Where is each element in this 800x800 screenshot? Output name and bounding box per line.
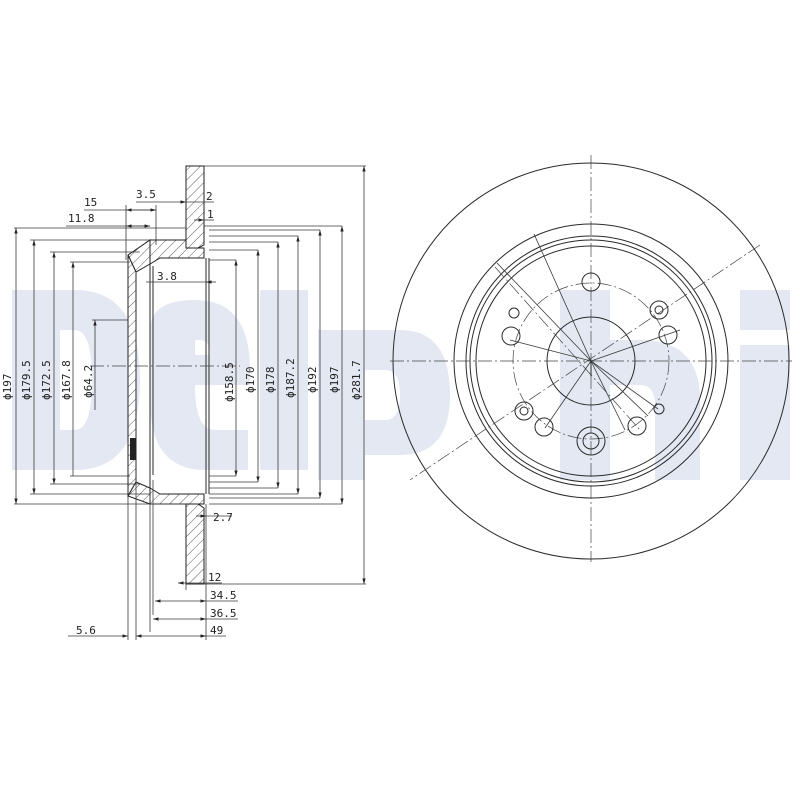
dia-281-7-label: ϕ281.7 [350,360,363,400]
dim-5-6-label: 5.6 [76,624,96,637]
dia-178-label: ϕ178 [264,367,277,394]
dim-34-5-label: 34.5 [210,589,237,602]
dim-12-label: 12 [208,571,221,584]
section-view [14,165,366,640]
dim-3-5-label: 3.5 [136,188,156,201]
dim-11-8-label: 11.8 [68,212,95,225]
dia-187-2-label: ϕ187.2 [284,358,297,398]
dia-172-5-label: ϕ172.5 [40,360,53,400]
dim-1-label: 1 [207,208,214,221]
dia-167-8-label: ϕ167.8 [60,360,73,400]
dia-179-5-label: ϕ179.5 [20,360,33,400]
dim-2-7-label: 2.7 [213,511,233,524]
dia-197-right-label: ϕ197 [328,367,341,394]
dia-170-label: ϕ170 [244,367,257,394]
dim-36-5-label: 36.5 [210,607,237,620]
delphi-watermark [12,290,790,480]
dia-197-left-label: ϕ197 [1,374,14,401]
front-view [390,155,792,562]
dia-64-2-label: ϕ64.2 [82,365,95,398]
dia-192-label: ϕ192 [306,367,319,394]
dim-2-label: 2 [206,190,213,203]
dim-49-label: 49 [210,624,223,637]
dim-3-8-label: 3.8 [157,270,177,283]
dim-15-label: 15 [84,196,97,209]
dia-158-5-label: ϕ158.5 [223,362,236,402]
